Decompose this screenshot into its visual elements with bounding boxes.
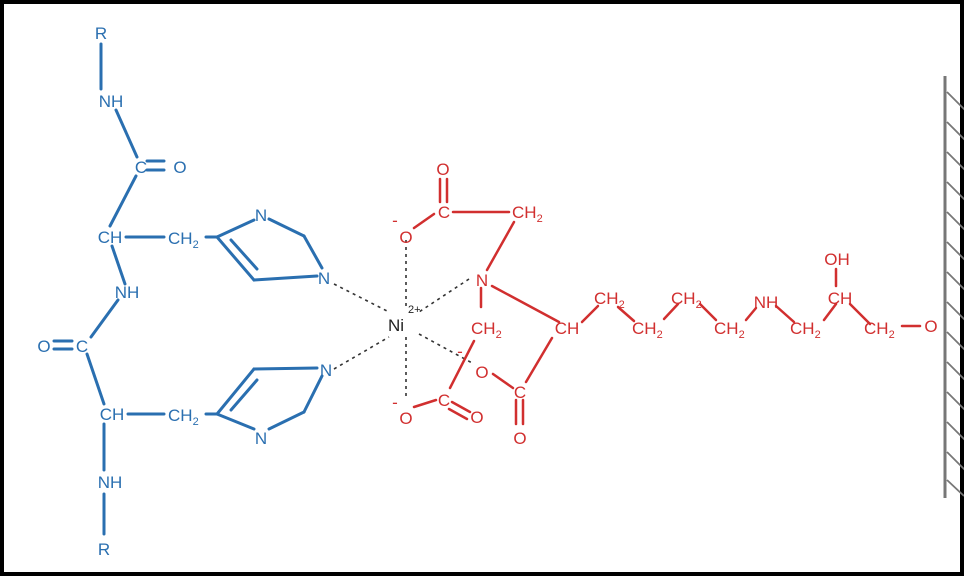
imidazole-ring-lower xyxy=(215,366,324,431)
carbonyl-o-top: O xyxy=(436,160,449,179)
r-label-bottom: R xyxy=(98,540,110,559)
ring-n-upper-top: N xyxy=(255,206,267,225)
imidazole-ring-upper xyxy=(215,217,324,282)
carbonyl-o-upper: O xyxy=(173,158,186,177)
linker-oh: OH xyxy=(824,250,850,269)
ch2-label-upper: CH2 xyxy=(168,229,199,251)
linker-ch2-2: CH2 xyxy=(632,319,663,341)
ring-n-lower-coord: N xyxy=(320,361,332,380)
coordination-bonds xyxy=(333,240,475,399)
linker-ch2-4: CH2 xyxy=(714,319,745,341)
nh-label-2: NH xyxy=(115,283,140,302)
ni-nta-histidine-diagram: R NH C O CH CH2 N N NH O C CH CH2 N N NH… xyxy=(37,24,964,559)
carboxyl-c-top: C xyxy=(438,203,450,222)
carboxyl-c-right: C xyxy=(514,383,526,402)
ch2-label-lower: CH2 xyxy=(168,406,199,428)
nh-label-1: NH xyxy=(99,92,124,111)
linker-o-surface: O xyxy=(924,317,937,336)
solid-support-surface xyxy=(943,76,964,498)
peptide-labels: R NH C O CH CH2 N N NH O C CH CH2 N N NH… xyxy=(37,24,332,559)
carboxylate-o-middle: O xyxy=(475,363,488,382)
ch2-top: CH2 xyxy=(512,203,543,225)
nta-bonds xyxy=(412,177,922,426)
nta-ch: CH xyxy=(555,319,580,338)
minus-upper: - xyxy=(392,211,398,230)
nta-nitrogen: N xyxy=(476,271,488,290)
carbonyl-o-lower-right: O xyxy=(470,408,483,427)
carboxylate-o-upper: O xyxy=(399,228,412,247)
linker-ch2-1: CH2 xyxy=(594,289,625,311)
r-label-top: R xyxy=(95,24,107,43)
carbonyl-c-upper: C xyxy=(135,158,147,177)
linker-ch2-6: CH2 xyxy=(864,319,895,341)
carboxyl-c-lower: C xyxy=(438,391,450,410)
nh-label-3: NH xyxy=(98,473,123,492)
nta-labels: O C - O CH2 N CH2 CH - O C O C O - O CH2… xyxy=(392,160,937,448)
ring-n-upper-coord: N xyxy=(318,269,330,288)
linker-ch2-3: CH2 xyxy=(671,289,702,311)
minus-lower: - xyxy=(392,393,398,412)
linker-nh: NH xyxy=(754,293,779,312)
carbonyl-o-lower: O xyxy=(37,337,50,356)
carbonyl-o-right: O xyxy=(513,429,526,448)
ni-charge: 2+ xyxy=(408,304,421,316)
linker-ch: CH xyxy=(828,289,853,308)
ni-label: Ni xyxy=(388,316,404,335)
minus-middle: - xyxy=(457,342,463,361)
ch2-middle: CH2 xyxy=(471,319,502,341)
carbonyl-c-lower: C xyxy=(76,337,88,356)
alpha-ch-upper: CH xyxy=(98,228,123,247)
nickel-center: Ni 2+ xyxy=(388,304,421,335)
linker-ch2-5: CH2 xyxy=(790,319,821,341)
ring-n-lower-bottom: N xyxy=(255,429,267,448)
carboxylate-o-lower: O xyxy=(399,409,412,428)
alpha-ch-lower: CH xyxy=(100,405,125,424)
peptide-bonds xyxy=(52,42,219,536)
